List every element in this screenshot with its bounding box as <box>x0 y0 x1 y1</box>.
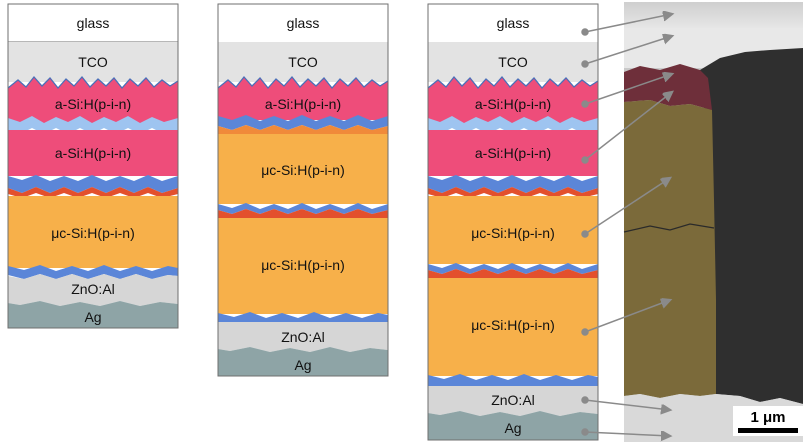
stack-3-asi-2-layer <box>428 130 598 176</box>
sem-asi-region <box>624 64 712 110</box>
stack-3-asi-1-label: a-Si:H(p-i-n) <box>475 96 551 112</box>
stack-1-ag-label: Ag <box>84 309 101 325</box>
stack-3: glass TCO a-Si:H(p-i-n) a-Si:H(p-i-n) μc… <box>427 3 599 441</box>
sem-dark-region <box>700 48 803 404</box>
stack-2-interlayer-4 <box>218 209 388 218</box>
stack-1-glass <box>7 3 179 43</box>
sem-micrograph: 1 μm <box>623 2 803 442</box>
stack-2-ucsi-1-layer <box>218 134 388 204</box>
stack-3-interlayer-1 <box>428 116 598 134</box>
stack-2-ucsi-2-label: μc-Si:H(p-i-n) <box>261 257 345 273</box>
stack-2-interlayer-5 <box>218 312 388 322</box>
stack-1-asi-2-layer <box>8 130 178 176</box>
stack-1-outline <box>7 3 179 329</box>
stack-3-asi-1-layer <box>428 77 598 124</box>
stack-2-glass-label: glass <box>287 15 320 31</box>
stack-2-ag-layer <box>218 347 388 376</box>
stack-3-zno-label: ZnO:Al <box>491 392 535 408</box>
stack-2-zno-layer <box>218 322 388 352</box>
stack-2-ag-label: Ag <box>294 357 311 373</box>
stack-1-interlayer-2 <box>8 175 178 193</box>
stack-2-tco <box>218 42 388 82</box>
stack-2-interlayer-3 <box>218 203 388 214</box>
stack-3-glass <box>428 4 598 42</box>
stack-1-asi-1-label: a-Si:H(p-i-n) <box>55 96 131 112</box>
stack-1: glass TCO a-Si:H(p-i-n) a-Si:H(p-i-n) μc… <box>7 3 179 329</box>
arrow-asi-2 <box>584 92 672 161</box>
stack-3-ucsi-2-layer <box>428 278 598 376</box>
stack-3-interlayer-3 <box>428 187 598 198</box>
stack-2-interlayer-2 <box>218 125 388 134</box>
connector-arrows <box>581 14 672 436</box>
scale-bar <box>738 428 798 433</box>
stack-1-asi-1-layer <box>8 77 178 124</box>
arrow-glass <box>584 14 672 33</box>
stack-3-ag-layer <box>428 411 598 440</box>
stack-3-tco-label: TCO <box>498 54 528 70</box>
stack-2-asi-label: a-Si:H(p-i-n) <box>265 96 341 112</box>
stack-2-asi-layer <box>218 77 388 120</box>
arrow-tco <box>584 36 672 65</box>
stack-1-interlayer-4 <box>8 265 178 279</box>
stack-2-ucsi-1-label: μc-Si:H(p-i-n) <box>261 162 345 178</box>
stack-3-ag-label: Ag <box>504 420 521 436</box>
stack-1-ag-layer <box>8 301 178 328</box>
stack-3-glass-label: glass <box>497 15 530 31</box>
stack-1-ucsi-layer <box>8 196 178 268</box>
stack-1-texture-line-1 <box>7 75 179 90</box>
stack-3-ucsi-2-label: μc-Si:H(p-i-n) <box>471 317 555 333</box>
stack-2-interlayer-1 <box>218 115 388 130</box>
stack-3-interlayer-4 <box>428 263 598 274</box>
stack-3-interlayer-5 <box>428 269 598 278</box>
stack-1-interlayer-1 <box>8 116 178 134</box>
stack-2-texture-line-1 <box>217 75 389 90</box>
scale-bar-label: 1 μm <box>750 409 785 426</box>
stack-1-interlayer-3 <box>8 187 178 198</box>
arrow-zno <box>584 399 670 410</box>
stack-3-ucsi-1-layer <box>428 196 598 264</box>
stack-3-ucsi-1-label: μc-Si:H(p-i-n) <box>471 225 555 241</box>
sem-interface-line <box>623 223 715 233</box>
stack-3-outline <box>427 3 599 441</box>
stack-1-zno-layer <box>8 274 178 306</box>
arrow-ag <box>584 432 670 436</box>
arrow-asi-1 <box>584 74 672 105</box>
stack-1-asi-2-label: a-Si:H(p-i-n) <box>55 145 131 161</box>
stack-1-tco <box>8 42 178 82</box>
sem-ucsi-region <box>624 100 716 398</box>
stack-3-zno-layer <box>428 386 598 416</box>
stack-1-tco-label: TCO <box>78 54 108 70</box>
stack-3-interlayer-6 <box>428 374 598 386</box>
stack-1-glass-label: glass <box>77 15 110 31</box>
arrow-ucsi-1 <box>584 178 670 235</box>
sem-glass-region <box>624 2 803 28</box>
stack-2-zno-label: ZnO:Al <box>281 329 325 345</box>
stack-3-tco <box>428 42 598 82</box>
arrow-ucsi-2 <box>584 300 670 333</box>
stack-1-ucsi-label: μc-Si:H(p-i-n) <box>51 225 135 241</box>
stack-3-asi-2-label: a-Si:H(p-i-n) <box>475 145 551 161</box>
stack-3-texture-line-1 <box>427 75 599 90</box>
stack-2: glass TCO a-Si:H(p-i-n) μc-Si:H(p-i-n) μ… <box>217 3 389 377</box>
stack-1-zno-label: ZnO:Al <box>71 281 115 297</box>
stack-2-tco-label: TCO <box>288 54 318 70</box>
stack-2-glass <box>218 4 388 42</box>
stack-3-interlayer-2 <box>428 175 598 193</box>
stack-2-ucsi-2-layer <box>218 218 388 314</box>
stack-2-outline <box>217 3 389 377</box>
